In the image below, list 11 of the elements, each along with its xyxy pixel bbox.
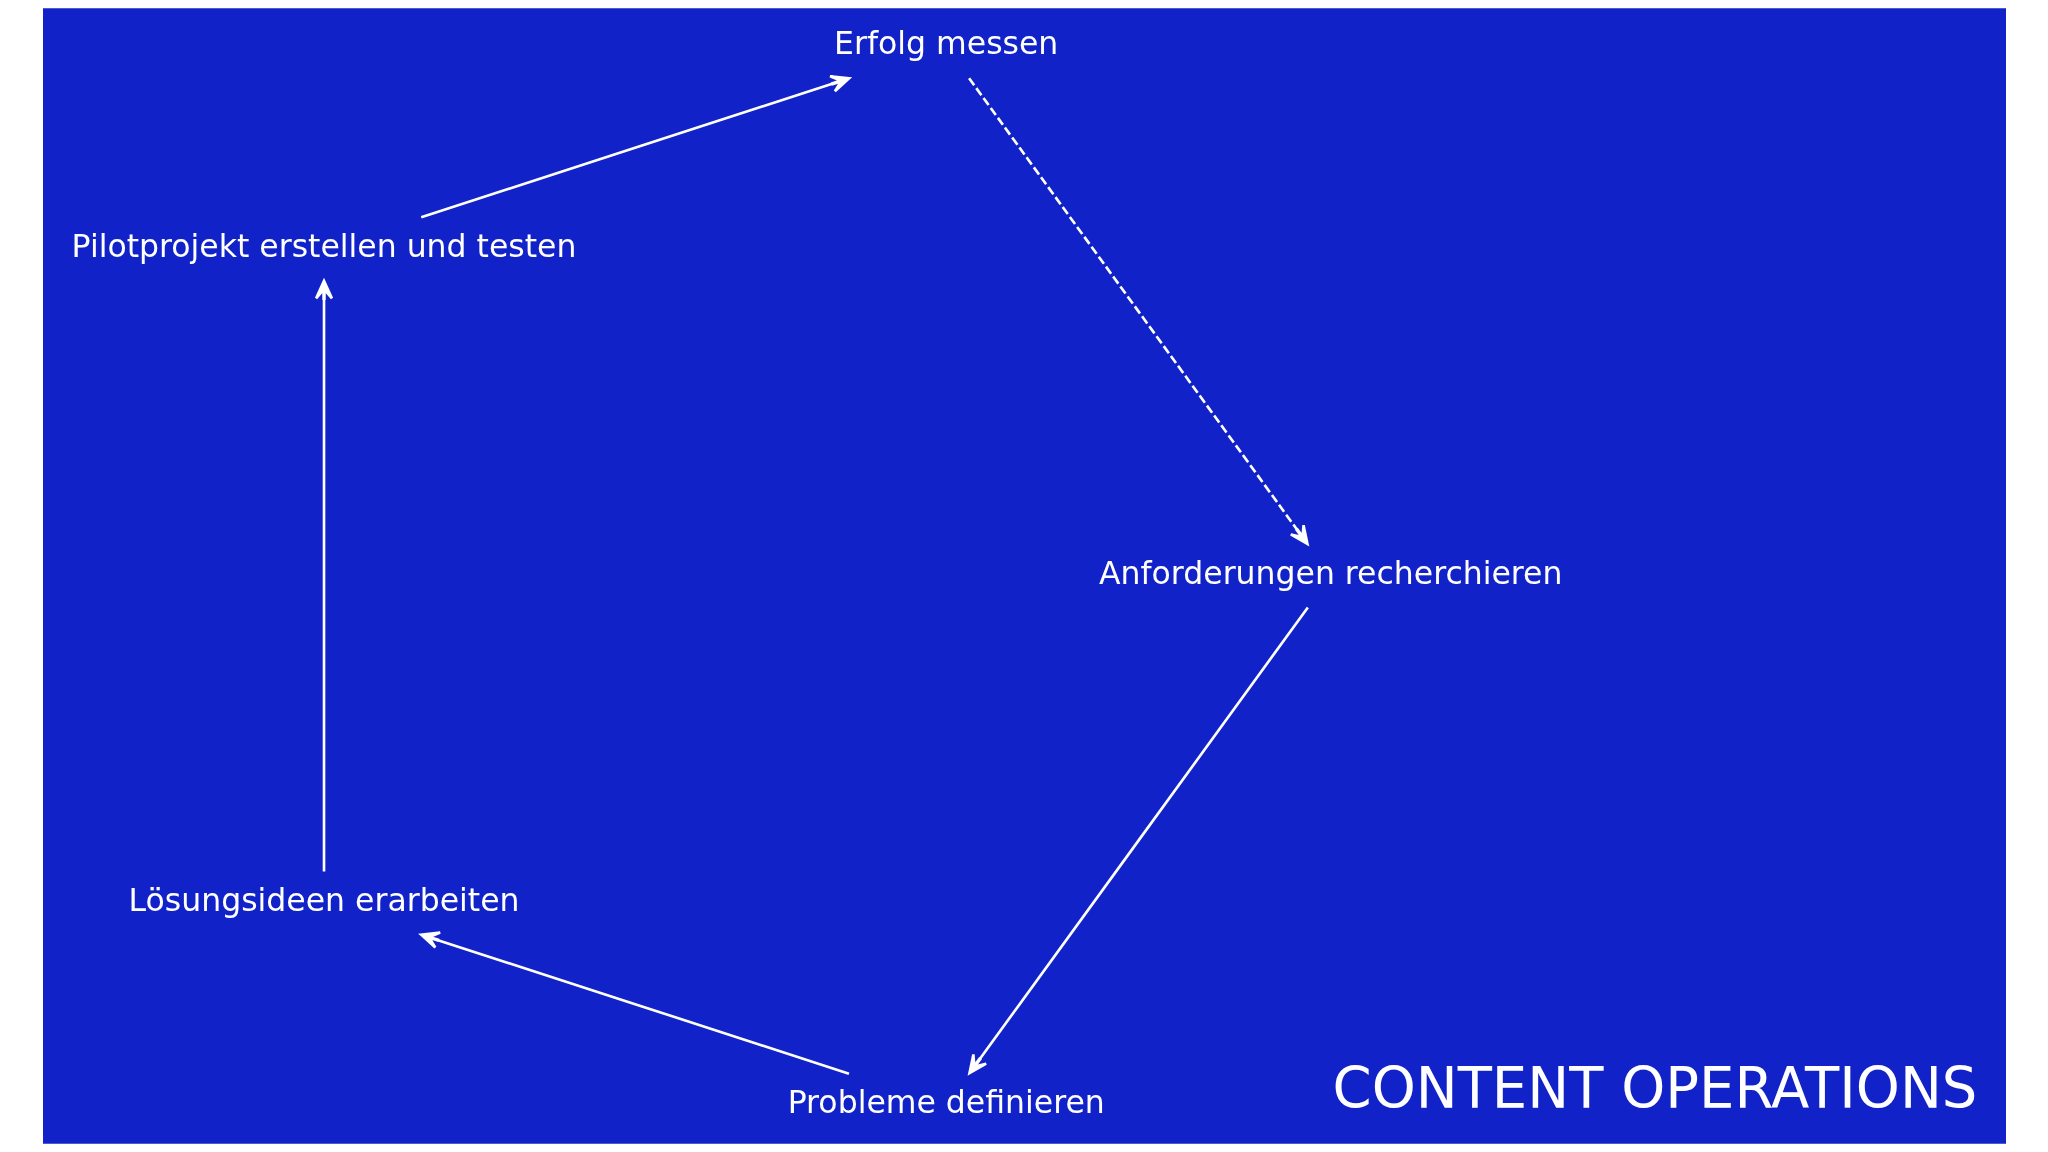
node-text: Lösungsideen erarbeiten: [128, 881, 519, 918]
arrow: [314, 279, 333, 872]
arrow: [420, 74, 850, 219]
arrow: [967, 606, 1309, 1075]
label: CONTENT OPERATIONS: [1332, 1056, 1977, 1122]
node-text: Erfolg messen: [833, 25, 1058, 62]
arrow: [419, 931, 849, 1075]
node-text: Pilotprojekt erstellen und testen: [71, 227, 576, 264]
node-text: Anforderungen recherchieren: [1098, 554, 1562, 591]
node-text: Probleme definieren: [787, 1083, 1105, 1120]
arrow: [967, 77, 1309, 546]
